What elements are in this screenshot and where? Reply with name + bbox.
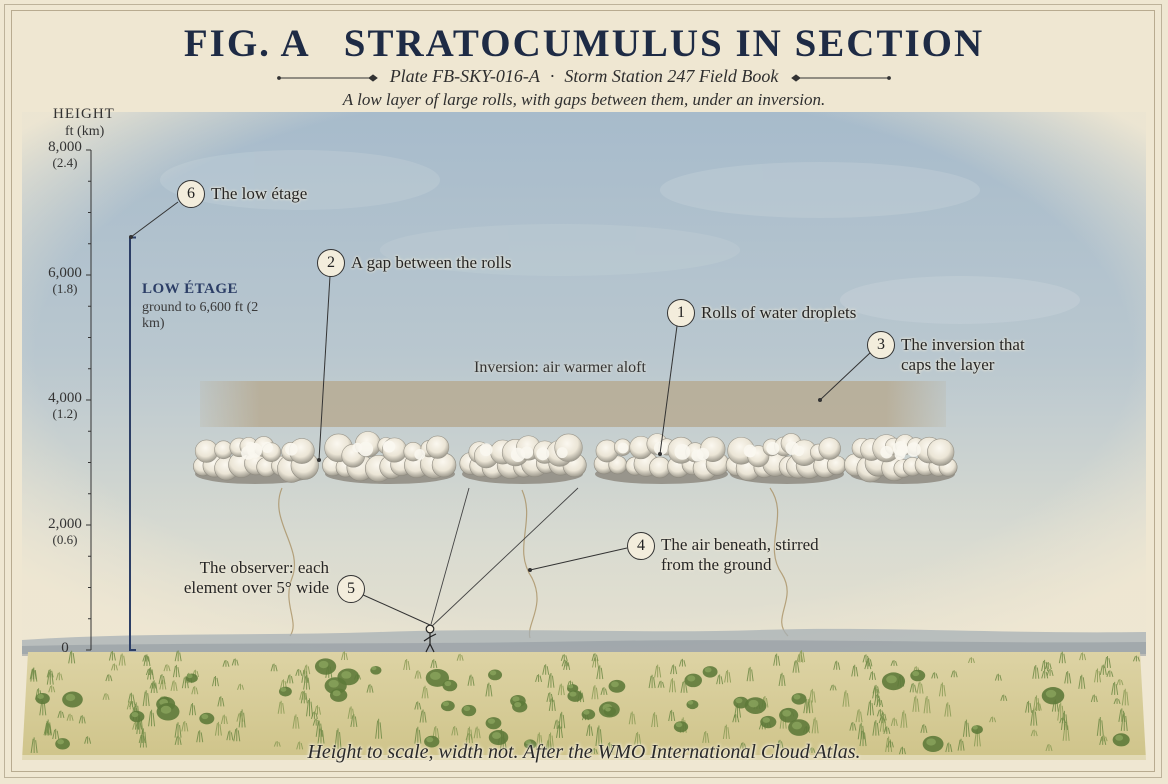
axis-tick-6000: 6,000 (1.8)	[35, 265, 95, 296]
callout-label-observer: The observer: each element over 5° wide	[183, 558, 329, 597]
axis-unit: ft (km)	[65, 124, 105, 139]
leader-lines	[130, 201, 872, 626]
tick-km-label: (1.2)	[52, 406, 78, 421]
tick-ft-label: 2,000	[48, 516, 82, 532]
callout-marker-2: 2	[317, 249, 345, 277]
callout-marker-6: 6	[177, 180, 205, 208]
plate-subtitle: Plate FB-SKY-016-A · Storm Station 247 Fie…	[0, 66, 1168, 87]
cloud-roll	[844, 434, 958, 484]
grass-field	[29, 650, 1140, 755]
stratocumulus-rolls	[193, 431, 958, 484]
inversion-band	[200, 381, 946, 427]
callout-marker-4: 4	[627, 532, 655, 560]
inversion-label: Inversion: air warmer aloft	[474, 359, 646, 376]
low-etage-title: LOW ÉTAGE	[142, 281, 239, 297]
tick-km-label: (0.6)	[52, 532, 78, 547]
height-axis	[86, 149, 92, 651]
axis-heading: HEIGHT	[53, 106, 115, 122]
tick-ft-label: 4,000	[48, 390, 82, 406]
subtitle-ornaments	[277, 74, 891, 82]
callout-marker-3: 3	[867, 331, 895, 359]
cloud-roll	[322, 431, 457, 484]
cloud-roll	[193, 436, 319, 484]
tick-km-label: (1.8)	[52, 281, 78, 296]
callout-label-rolls: Rolls of water droplets	[701, 303, 857, 322]
tick-ft-label: 8,000	[48, 139, 82, 155]
tick-km-label: (2.4)	[52, 155, 78, 170]
callout-label-low-etage: The low étage	[211, 184, 308, 203]
subtitle-separator: ·	[549, 66, 555, 86]
callout-marker-5: 5	[337, 575, 365, 603]
axis-tick-0: 0	[35, 640, 95, 656]
plate-caption: A low layer of large rolls, with gaps be…	[342, 90, 826, 109]
plate-id: Plate FB-SKY-016-A	[389, 66, 540, 86]
tick-ft-label: 6,000	[48, 265, 82, 281]
axis-tick-8000: 8,000 (2.4)	[35, 139, 95, 170]
cloud-roll	[593, 433, 730, 484]
cloud-roll	[725, 433, 847, 484]
plate-footer: Height to scale, width not. After the WM…	[307, 741, 861, 763]
station-name: Storm Station 247 Field Book	[564, 66, 779, 86]
leader-dots	[129, 235, 822, 572]
cloud-roll	[459, 433, 587, 484]
axis-tick-2000: 2,000 (0.6)	[35, 516, 95, 547]
low-etage-note: ground to 6,600 ft (2 km)	[142, 300, 259, 331]
axis-tick-4000: 4,000 (1.2)	[35, 390, 95, 421]
callout-label-gap: A gap between the rolls	[351, 253, 512, 272]
observer-figure	[423, 624, 437, 653]
observer-sight-lines	[429, 487, 579, 629]
thermal-wisps	[278, 487, 789, 639]
tick-ft-label: 0	[61, 640, 69, 656]
low-etage-bracket	[129, 236, 136, 651]
callout-label-inversion: The inversion that caps the layer	[901, 335, 1025, 374]
callout-marker-1: 1	[667, 299, 695, 327]
plate-title: FIG. A STRATOCUMULUS IN SECTION	[183, 22, 985, 65]
callout-label-air-beneath: The air beneath, stirred from the ground	[661, 535, 819, 574]
